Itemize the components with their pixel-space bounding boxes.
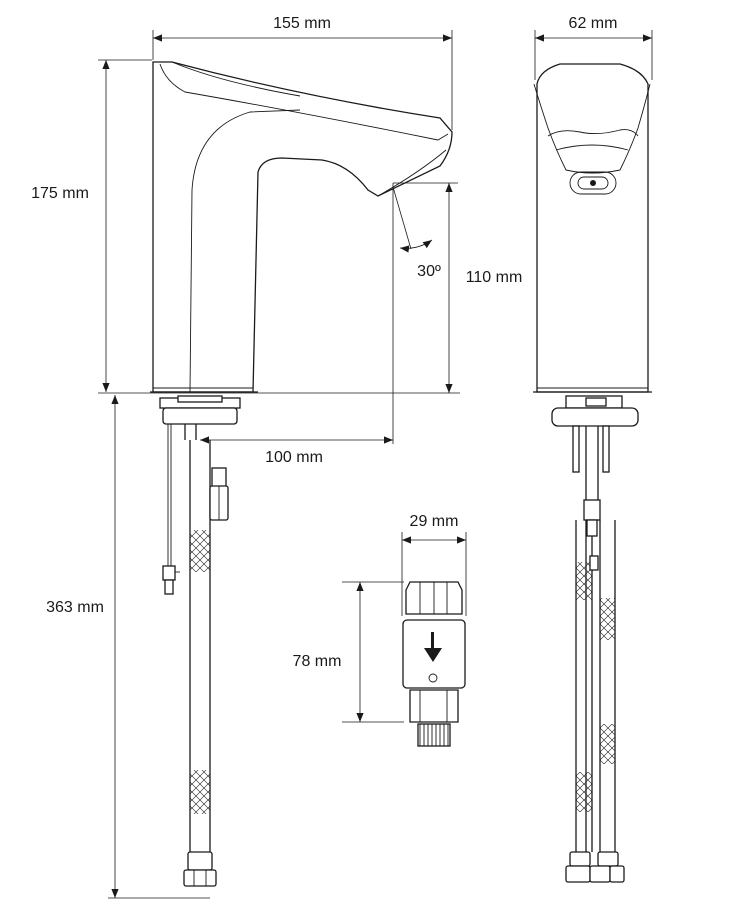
side-view: 155 mm 175 mm 110 mm 30º 100 mm 363 mm <box>31 15 523 899</box>
front-view: 62 mm <box>533 15 653 883</box>
dim-height-side: 175 mm <box>31 185 89 202</box>
dim-width-side: 155 mm <box>273 15 331 32</box>
dim-width-front: 62 mm <box>569 15 618 32</box>
dim-reach: 100 mm <box>265 449 323 466</box>
dim-hose-length: 363 mm <box>46 599 104 616</box>
dim-angle: 30º <box>417 263 441 280</box>
dim-valve-width: 29 mm <box>410 513 459 530</box>
dim-spout-height: 110 mm <box>466 269 523 286</box>
dim-valve-height: 78 mm <box>293 653 342 670</box>
valve-detail: 29 mm 78 mm <box>293 513 467 747</box>
